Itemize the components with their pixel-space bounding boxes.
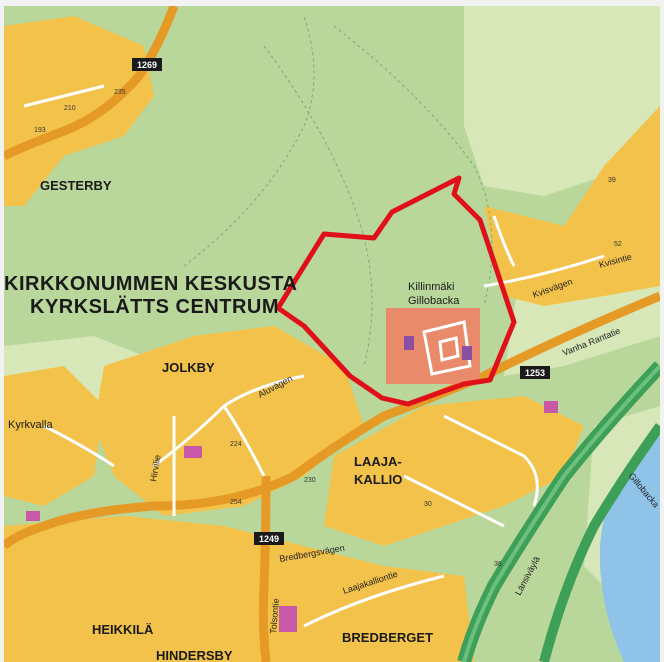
label-site-sv: Gillobacka <box>408 295 460 307</box>
built-area-kyrkvalla <box>4 366 104 506</box>
planning-boundary[interactable] <box>275 175 517 407</box>
street-tolsontie: Tolsontie <box>268 598 281 634</box>
motorway-lansivayla-inner <box>462 364 660 662</box>
site-building-purple-2 <box>462 346 472 360</box>
label-laajakallio-2: KALLIO <box>354 472 402 487</box>
svg-text:36: 36 <box>494 561 502 568</box>
svg-text:235: 235 <box>114 89 126 96</box>
svg-text:39: 39 <box>608 177 616 184</box>
motorway-lansivayla-2 <box>539 423 660 662</box>
built-area-south <box>4 516 474 662</box>
public-building-4 <box>544 401 558 413</box>
site-buildings <box>422 320 472 376</box>
svg-text:210: 210 <box>64 105 76 112</box>
road-vanha-rantatie <box>4 291 660 550</box>
label-gesterby: GESTERBY <box>40 178 112 193</box>
built-area-northeast <box>484 106 660 306</box>
open-land-north <box>464 6 660 196</box>
svg-text:224: 224 <box>230 441 242 448</box>
terrain-line-2 <box>263 45 373 367</box>
label-site-fi: Killinmäki <box>408 281 454 293</box>
svg-text:254: 254 <box>230 499 242 506</box>
label-jolkby: JOLKBY <box>162 360 215 375</box>
public-building-2 <box>26 511 40 521</box>
public-building-1 <box>184 446 202 458</box>
svg-text:230: 230 <box>304 477 316 484</box>
built-area-jolkby <box>94 326 364 516</box>
road-1269 <box>4 6 179 161</box>
label-hindersby: HINDERSBY <box>156 648 233 662</box>
road-number-1253: 1253 <box>525 368 545 378</box>
map-frame: 1269 1253 1249 Vanha Rantatie Länsiväylä… <box>4 6 660 662</box>
label-bredberget: BREDBERGET <box>342 630 433 645</box>
road-shield-1253 <box>520 366 550 379</box>
road-shield-1249 <box>254 532 284 545</box>
site-building-purple-1 <box>404 336 414 350</box>
built-area-laajakallio <box>324 396 584 546</box>
road-number-1269: 1269 <box>137 60 157 70</box>
label-heikkila: HEIKKILÄ <box>92 622 154 637</box>
road-shield-1269 <box>132 58 162 71</box>
minor-streets <box>23 84 605 628</box>
label-municipality-line1: KIRKKONUMMEN KESKUSTA <box>4 273 297 295</box>
label-municipality-line2: KYRKSLÄTTS CENTRUM <box>30 295 279 318</box>
road-number-1249: 1249 <box>259 534 279 544</box>
street-hirvilie: Hirvilie <box>148 454 163 482</box>
label-kyrkvalla: Kyrkvalla <box>8 419 54 431</box>
svg-text:52: 52 <box>614 241 622 248</box>
road-tolsontie <box>258 475 271 662</box>
svg-text:30: 30 <box>424 501 432 508</box>
label-laajakallio-1: LAAJA- <box>354 454 402 469</box>
svg-text:193: 193 <box>34 127 46 134</box>
house-numbers: 210 235 193 39 52 224 230 254 30 36 <box>34 89 622 568</box>
built-area-gesterby <box>4 16 154 206</box>
map-canvas[interactable]: 1269 1253 1249 Vanha Rantatie Länsiväylä… <box>4 6 660 662</box>
public-building-3 <box>279 606 297 632</box>
